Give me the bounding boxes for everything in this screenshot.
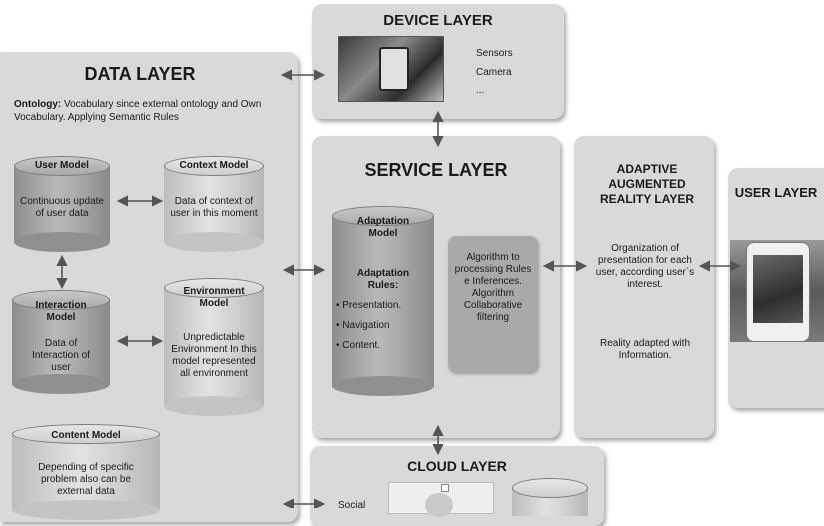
device-item-sensors: Sensors [476,48,513,59]
user-model-title: User Model [35,160,89,171]
cloud-social-label: Social [338,500,366,511]
environment-model-title: Environment Model [183,286,245,309]
adaptation-rule-content: • Content. [336,340,381,351]
environment-model-cylinder: Environment Model Unpredictable Environm… [164,278,264,416]
context-model-cylinder: Context Model Data of context of user in… [164,156,264,252]
user-model-text: Continuous update of user data [20,196,104,219]
environment-model-text: Unpredictable Environment In this model … [171,332,257,379]
user-phone-photo [730,240,824,342]
adaptive-layer-text1: Organization of presentation for each us… [595,243,695,290]
context-model-text: Data of context of user in this moment [170,196,258,219]
data-layer-title: DATA LAYER [84,64,196,84]
user-model-cylinder: User Model Continuous update of user dat… [14,156,110,252]
algorithm-text: Algorithm to processing Rules e Inferenc… [454,252,532,323]
device-item-more: ... [476,85,485,96]
phone-screen [753,255,803,323]
adaptation-rules-title: Adaptation Rules: [356,268,410,291]
cloud-layer-title: CLOUD LAYER [407,458,507,474]
phone-in-photo [379,47,409,91]
connector-arrows [56,69,742,508]
content-model-title: Content Model [51,430,121,441]
adaptive-layer-panel [574,136,714,438]
ontology-label: Ontology: [14,99,62,110]
adaptation-model-cylinder: Adaptation Model Adaptation Rules: • Pre… [332,206,434,396]
interaction-model-title: Interaction Model [35,300,87,323]
interaction-model-text: Data of Interaction of user [32,338,90,373]
adaptive-layer-title: ADAPTIVE AUGMENTED REALITY LAYER [599,162,695,206]
content-model-text: Depending of specific problem also can b… [38,462,134,497]
adaptive-layer-text2: Reality adapted with Information. [599,338,691,361]
ontology-text: Ontology: Vocabulary since external onto… [14,98,286,124]
ontology-description: Vocabulary since external ontology and O… [14,99,262,123]
user-layer-title: USER LAYER [734,185,818,200]
algorithm-box: Algorithm to processing Rules e Inferenc… [448,236,538,372]
device-item-camera: Camera [476,67,512,78]
device-layer-title: DEVICE LAYER [383,12,493,29]
adaptation-rule-presentation: • Presentation. [336,300,402,311]
adaptation-rule-navigation: • Navigation [336,320,390,331]
interaction-model-cylinder: Interaction Model Data of Interaction of… [12,290,110,394]
context-model-title: Context Model [179,160,249,171]
service-layer-title: SERVICE LAYER [364,160,508,180]
device-photo [338,36,444,102]
adaptation-model-title: Adaptation Model [356,216,410,239]
phone-device [746,242,810,342]
